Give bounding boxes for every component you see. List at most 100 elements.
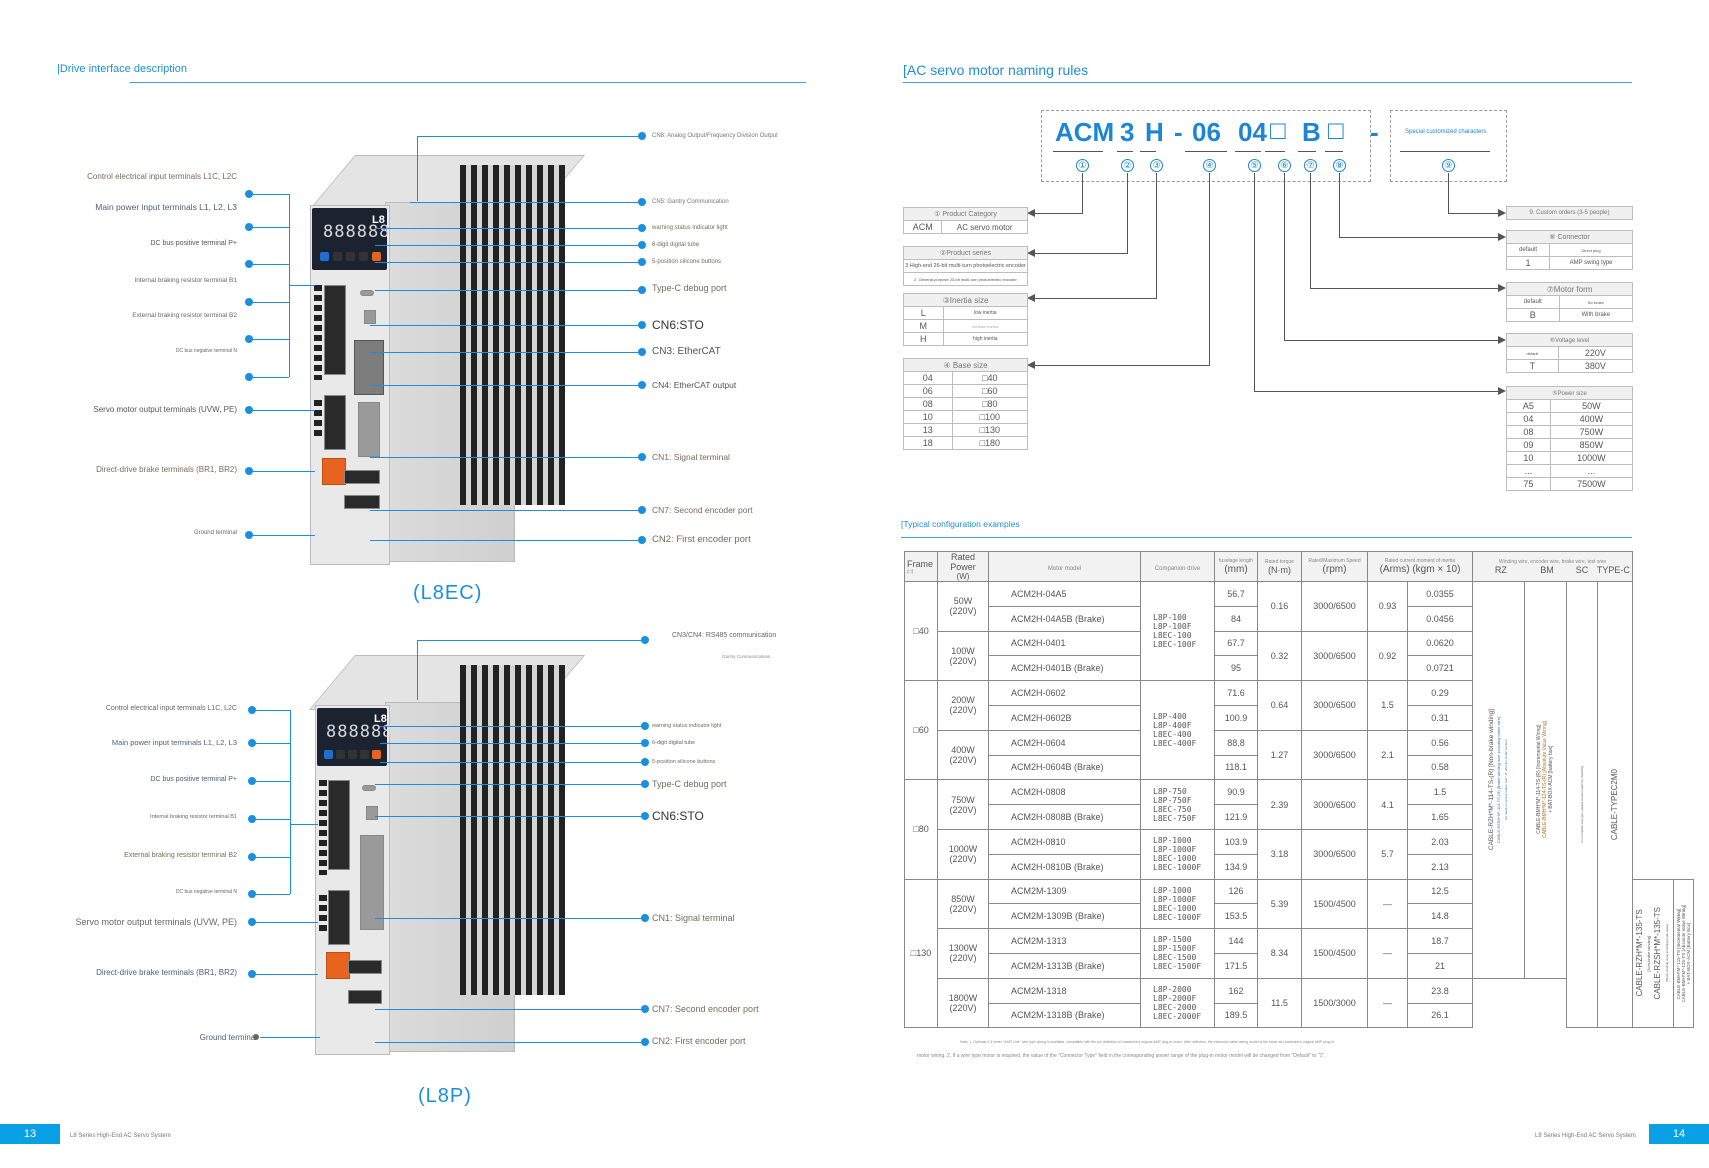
device-image-l8ec: 888888 L8 [300, 140, 600, 570]
section-title-typical-config: [Typical configuration examples [901, 519, 1020, 529]
power-cell: 850W (220V) [937, 878, 989, 930]
power-cell: 1000W (220V) [937, 828, 989, 880]
model-cell: ACM2M-1309 [988, 878, 1141, 905]
model-cell: ACM2H-0604 [988, 729, 1141, 756]
model-cell: ACM2M-1313B (Brake) [988, 952, 1141, 979]
section-title-drive-interface: |Drive interface description [57, 63, 188, 75]
panel-button[interactable] [348, 750, 357, 759]
label-cn2-first-encoder: CN2: First encoder port [652, 1036, 746, 1046]
label-cn7-second-encoder: CN7: Second encoder port [652, 1004, 759, 1014]
torque-cell: 11.5 [1257, 977, 1302, 1029]
callout-dot [638, 258, 646, 266]
length-cell: 100.9 [1214, 704, 1258, 731]
device-badge: L8 [374, 713, 387, 725]
special-characters-label: Special customized characters [1405, 129, 1487, 135]
label-servo-motor-output: Servo motor output terminals (UVW, PE) [93, 405, 237, 414]
model-caption-l8p: (L8P) [418, 1085, 472, 1107]
panel-button[interactable] [346, 252, 355, 261]
power-cell: 50W (220V) [937, 581, 989, 632]
callout-dot [638, 536, 646, 544]
note-line-2: motor wiring. 2. If a wire type motor is… [917, 1053, 1326, 1059]
label-warning-light: warning status indicator light [652, 723, 722, 729]
power-cell: 750W (220V) [937, 779, 989, 830]
callout-dot [638, 381, 646, 389]
length-cell: 144 [1214, 928, 1258, 954]
callout-dot [641, 1038, 649, 1046]
torque-cell: 0.64 [1257, 680, 1302, 731]
inertia-cell: 1.65 [1407, 804, 1473, 830]
footer-text-right: L8 Series High-End AC Servo System [1535, 1133, 1636, 1139]
length-cell: 84 [1214, 605, 1258, 632]
length-cell: 103.9 [1214, 828, 1258, 855]
drive-cell: L8P-750 L8P-750F L8EC-750 L8EC-750F [1140, 779, 1215, 830]
current-cell: 0.93 [1367, 581, 1408, 632]
callout-dot [641, 758, 649, 766]
panel-button[interactable] [360, 750, 369, 759]
length-cell: 134.9 [1214, 853, 1258, 880]
label-digital-tube: 6-digit digital tube [652, 242, 700, 248]
label-external-braking: External braking resistor terminal B2 [124, 852, 237, 859]
length-cell: 189.5 [1214, 1002, 1258, 1029]
power-cell: 1800W (220V) [937, 977, 989, 1029]
current-cell: — [1367, 977, 1408, 1029]
label-cn5: CN5: Gantry Communication [652, 199, 729, 205]
length-cell: 118.1 [1214, 754, 1258, 781]
model-cell: ACM2H-0810 [988, 828, 1141, 855]
code-part-category: ACM [1055, 117, 1115, 147]
naming-code-box [1041, 110, 1371, 182]
torque-cell: 1.27 [1257, 729, 1302, 781]
panel-button[interactable] [320, 252, 329, 261]
torque-cell: 0.16 [1257, 581, 1302, 632]
label-internal-braking: Internal braking resistor terminal B1 [134, 277, 237, 284]
panel-button[interactable] [372, 252, 381, 261]
torque-cell: 0.32 [1257, 630, 1302, 682]
inertia-cell: 12.5 [1407, 878, 1473, 905]
speed-cell: 3000/6500 [1301, 779, 1368, 830]
section-divider [901, 537, 1632, 538]
callout-dot [638, 286, 646, 294]
label-ground-terminal: Ground terminal [199, 1033, 257, 1042]
panel-button[interactable] [359, 252, 368, 261]
callout-dot [638, 321, 646, 329]
callout-dot [638, 453, 646, 461]
sc-cable-cell: For complete wire type, please contact s… [1566, 580, 1598, 1029]
frame-cell: □60 [904, 680, 938, 781]
panel-button[interactable] [372, 750, 381, 759]
frame-cell: □130 [904, 878, 938, 1029]
inertia-cell: 18.7 [1407, 928, 1473, 954]
panel-button[interactable] [336, 750, 345, 759]
marker-8: ⑧ [1333, 159, 1346, 172]
model-cell: ACM2H-0810B (Brake) [988, 853, 1141, 880]
length-cell: 90.9 [1214, 779, 1258, 806]
panel-button[interactable] [333, 252, 342, 261]
inertia-cell: 0.56 [1407, 729, 1473, 756]
frame-cell: □40 [904, 580, 938, 682]
length-cell: 95 [1214, 655, 1258, 682]
label-cn3-ethercat: CN3: EtherCAT [652, 346, 721, 357]
model-caption-l8ec: (L8EC) [413, 582, 483, 604]
label-cn1-signal: CN1: Signal terminal [652, 452, 730, 462]
inertia-cell: 2.03 [1407, 828, 1473, 855]
length-cell: 121.9 [1214, 804, 1258, 830]
label-control-input-terminals: Control electrical input terminals L1C, … [87, 172, 237, 181]
callout-dot [638, 224, 646, 232]
marker-2: ② [1121, 159, 1134, 172]
speed-cell: 1500/4500 [1301, 878, 1368, 930]
bm-cable-cell-lower: CABLE-BMH*M*-115-TS [Incremental Wiring]… [1673, 878, 1694, 1029]
label-cn1-signal: CN1: Signal terminal [652, 913, 735, 923]
inertia-cell: 0.29 [1407, 680, 1473, 706]
inertia-cell: 1.5 [1407, 779, 1473, 806]
page-number-right: 14 [1649, 1124, 1709, 1144]
model-cell: ACM2H-04A5B (Brake) [988, 605, 1141, 632]
panel-button[interactable] [324, 750, 333, 759]
